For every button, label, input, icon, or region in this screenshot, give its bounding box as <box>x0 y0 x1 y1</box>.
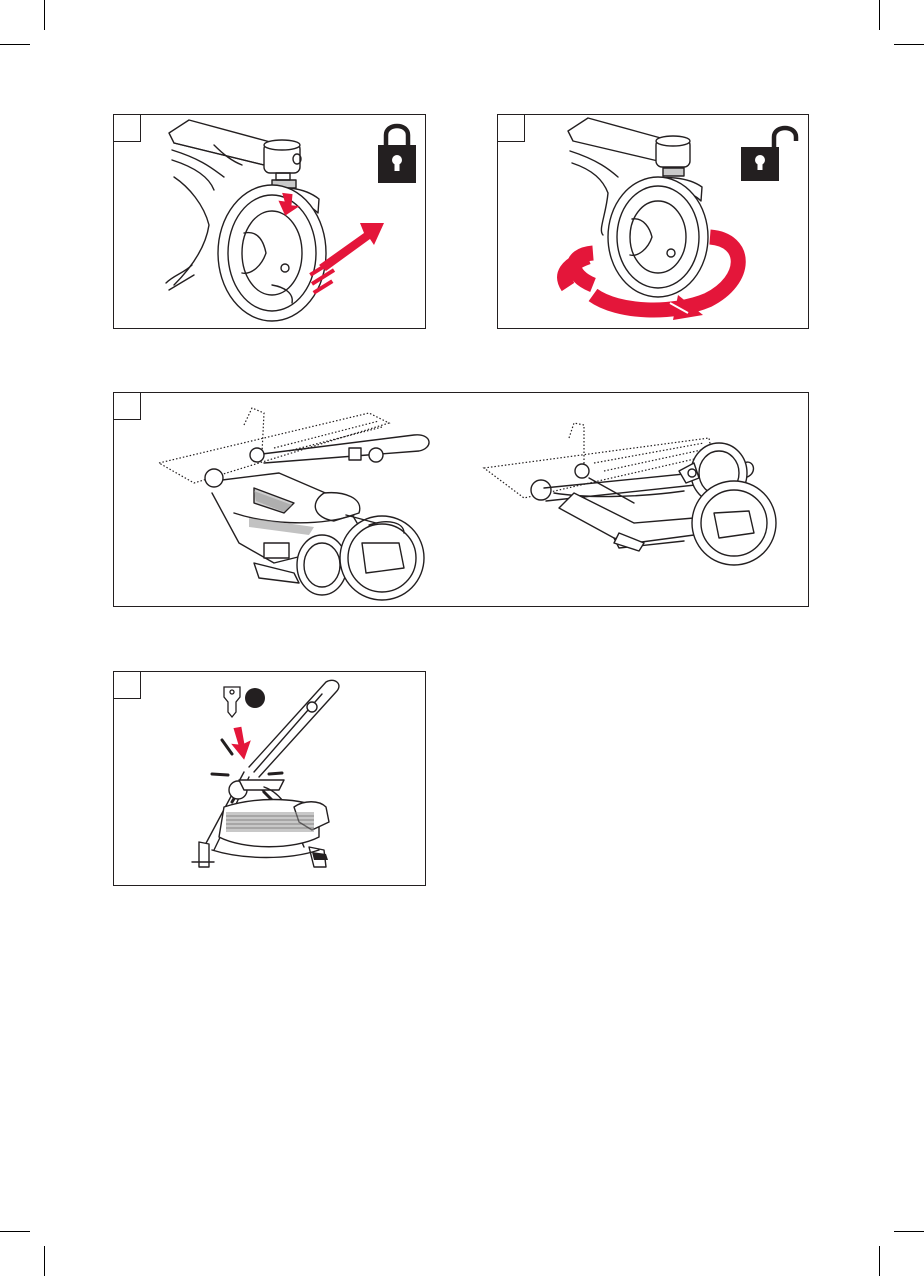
car-seat-adapter-icon <box>224 687 240 717</box>
step-number-box <box>114 393 141 420</box>
step-number-box <box>498 115 525 142</box>
crop-mark <box>0 1231 30 1232</box>
panel-adapter-attach <box>113 671 426 886</box>
crop-mark <box>879 1246 880 1276</box>
panel-front-wheel-lock <box>113 114 426 329</box>
adapter-marker-dot <box>245 688 265 708</box>
padlock-unlocked-icon <box>741 128 796 181</box>
stroller-fold-illustration <box>114 393 808 606</box>
press-down-arrow-icon <box>229 725 254 761</box>
step-number-box <box>114 672 141 699</box>
padlock-locked-icon <box>378 126 416 183</box>
crop-mark <box>894 1231 924 1232</box>
wheel-swivel-illustration <box>498 115 808 328</box>
panel-front-wheel-swivel <box>497 114 809 329</box>
wheel-lock-illustration <box>114 115 425 328</box>
panel-stroller-fold <box>113 392 809 607</box>
crop-mark <box>44 0 45 30</box>
crop-mark <box>879 0 880 30</box>
crop-mark <box>0 44 30 45</box>
step-number-box <box>114 115 141 142</box>
adapter-attach-illustration <box>114 672 425 885</box>
crop-mark <box>894 44 924 45</box>
crop-mark <box>44 1246 45 1276</box>
